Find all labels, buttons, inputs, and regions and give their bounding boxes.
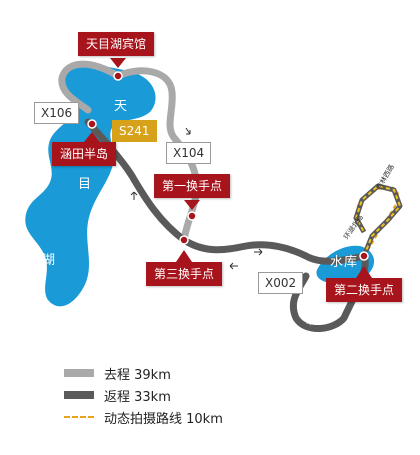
direction-arrow — [185, 127, 191, 135]
legend-item-dynamic: 动态拍摄路线 10km — [64, 406, 223, 428]
change1-pin — [187, 211, 197, 221]
change1-callout: 第一换手点 — [154, 174, 231, 198]
direction-arrow — [254, 248, 263, 256]
legend-swatch-return — [64, 391, 94, 399]
legend-swatch-outbound — [64, 369, 94, 377]
road-x002: X002 — [258, 272, 304, 294]
lake-char-1: 天 — [114, 99, 128, 114]
legend-label-outbound: 去程 39km — [104, 367, 171, 383]
peninsula-pin — [87, 119, 97, 129]
reservoir-char-2: 库 — [344, 255, 358, 270]
direction-arrow — [229, 262, 238, 270]
legend-item-return: 返程 33km — [64, 384, 223, 406]
peninsula-pointer — [84, 132, 100, 142]
legend-swatch-dynamic — [64, 416, 94, 418]
hotel-pin — [113, 71, 123, 81]
change3-pointer — [176, 250, 192, 262]
legend-label-dynamic: 动态拍摄路线 10km — [104, 411, 223, 427]
road-x104: X104 — [166, 142, 212, 164]
lake-char-2: 目 — [78, 177, 92, 192]
legend-label-return: 返程 33km — [104, 389, 171, 405]
reservoir-char-1: 水 — [330, 255, 344, 270]
tianmu-lake-water — [25, 65, 156, 307]
direction-arrow — [130, 191, 138, 200]
hotel-pointer — [110, 58, 126, 68]
lake-char-3: 湖 — [42, 253, 56, 268]
return-route — [84, 118, 369, 332]
road-s241: S241 — [112, 120, 157, 142]
legend-item-outbound: 去程 39km — [64, 362, 223, 384]
legend: 去程 39km 返程 33km 动态拍摄路线 10km — [64, 362, 223, 428]
change2-pointer — [356, 266, 372, 278]
hotel-callout: 天目湖宾馆 — [78, 32, 155, 56]
road-x106: X106 — [34, 102, 80, 124]
peninsula-callout: 涵田半岛 — [52, 142, 117, 166]
dynamic-route-dash — [354, 184, 402, 257]
change3-callout: 第三换手点 — [146, 262, 223, 286]
change2-callout: 第二换手点 — [326, 278, 403, 302]
change2-pin — [359, 251, 369, 261]
change1-pointer — [184, 200, 200, 210]
change3-pin — [179, 235, 189, 245]
